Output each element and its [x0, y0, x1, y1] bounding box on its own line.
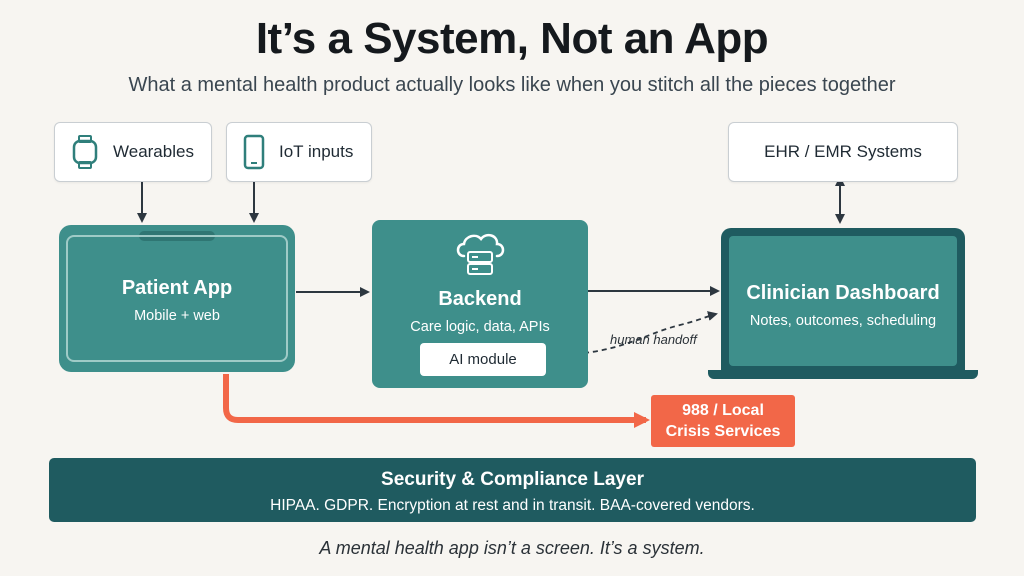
arrow-ai-handoff — [547, 311, 718, 356]
ehr-emr-label: EHR / EMR Systems — [764, 142, 922, 161]
wearables-label: Wearables — [113, 142, 194, 161]
clinician-dashboard-screen: Clinician Dashboard Notes, outcomes, sch… — [729, 236, 957, 366]
laptop-base — [708, 370, 978, 379]
security-title: Security & Compliance Layer — [381, 469, 644, 490]
patient-app-box: Patient App Mobile + web — [59, 225, 295, 372]
crisis-services-box: 988 / Local Crisis Services — [651, 395, 795, 447]
clinician-dashboard-title: Clinician Dashboard — [746, 282, 940, 304]
page-title: It’s a System, Not an App — [255, 14, 769, 63]
clinician-dashboard-subtitle: Notes, outcomes, scheduling — [749, 313, 937, 329]
security-subtitle: HIPAA. GDPR. Encryption at rest and in t… — [270, 497, 755, 514]
footer-tagline: A mental health app isn’t a screen. It’s… — [319, 538, 705, 558]
security-compliance-layer: Security & Compliance Layer HIPAA. GDPR.… — [49, 458, 976, 522]
clinician-laptop: Clinician Dashboard Notes, outcomes, sch… — [721, 228, 965, 370]
iot-inputs-card: IoT inputs — [226, 122, 372, 182]
cloud-server-icon — [456, 233, 505, 275]
backend-title: Backend — [438, 288, 522, 310]
patient-app-title: Patient App — [121, 277, 233, 299]
backend-box: Backend Care logic, data, APIs AI module — [372, 220, 588, 388]
ai-module-box: AI module — [420, 343, 546, 376]
patient-app-subtitle: Mobile + web — [134, 308, 220, 324]
page-subtitle: What a mental health product actually lo… — [128, 74, 896, 96]
tablet-screen — [66, 235, 288, 362]
arrow-patient-to-crisis — [223, 374, 650, 428]
crisis-line-1: 988 / Local — [682, 402, 764, 419]
ehr-emr-card: EHR / EMR Systems — [728, 122, 958, 182]
smartwatch-icon — [72, 135, 98, 169]
crisis-line-2: Crisis Services — [665, 423, 781, 440]
wearables-card: Wearables — [54, 122, 212, 182]
smartphone-icon — [243, 134, 265, 170]
human-handoff-label: human handoff — [610, 332, 697, 347]
iot-inputs-label: IoT inputs — [279, 142, 354, 161]
backend-subtitle: Care logic, data, APIs — [410, 319, 550, 335]
